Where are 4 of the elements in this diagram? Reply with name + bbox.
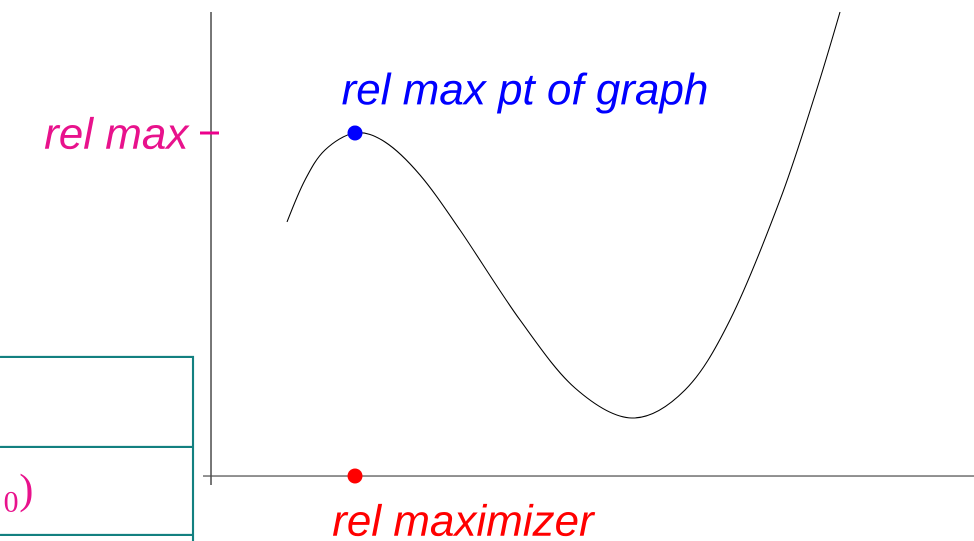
axis-label: rel max [44,116,190,150]
table-cell-text: $_{0}$) [4,474,32,512]
axis-label: rel maximizer [332,504,596,536]
point-label: rel max pt of graph [342,72,706,114]
